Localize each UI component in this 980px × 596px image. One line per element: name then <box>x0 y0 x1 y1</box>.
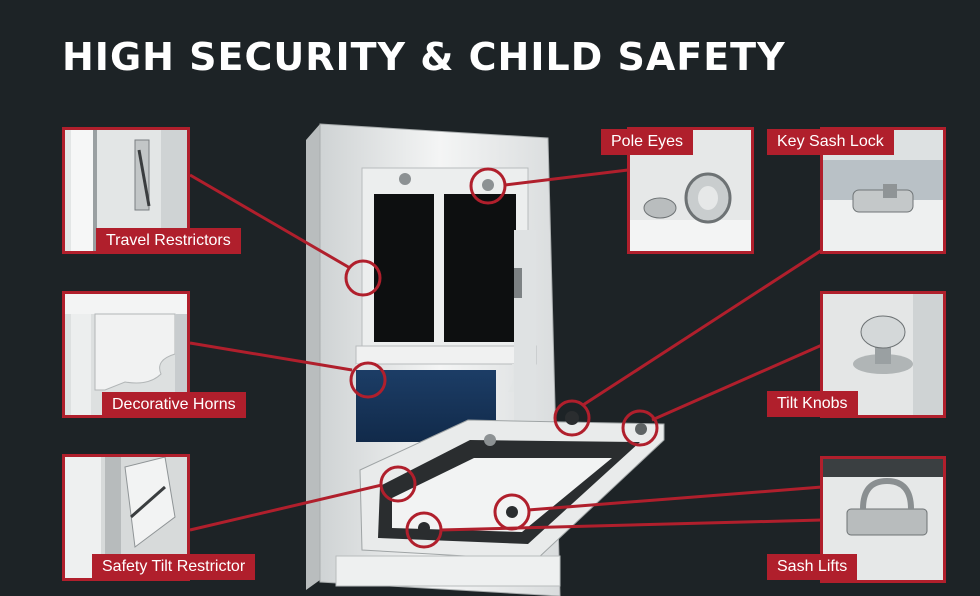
pole-eyes-label: Pole Eyes <box>601 129 694 155</box>
tilt-knobs-label: Tilt Knobs <box>767 391 858 417</box>
key-lock-knob <box>565 411 579 425</box>
side-catch <box>514 268 522 298</box>
sill <box>335 555 561 587</box>
tilt-knob-2 <box>635 423 647 435</box>
decorative-horns-label: Decorative Horns <box>102 392 246 418</box>
travel-restrictors-label: Travel Restrictors <box>96 228 241 254</box>
tilt-knob-1 <box>484 434 496 446</box>
top-glass-left <box>374 194 434 342</box>
safety-tilt-restrictor-label: Safety Tilt Restrictor <box>92 554 256 580</box>
pole-eye-right <box>482 179 494 191</box>
pole-eye-left <box>399 173 411 185</box>
sash-lifts-label: Sash Lifts <box>767 554 858 580</box>
tilted-sash-inner <box>392 458 612 532</box>
key-sash-lock-label: Key Sash Lock <box>767 129 894 155</box>
frame-side <box>306 124 320 590</box>
sash-lift-left <box>418 522 430 534</box>
sash-lift-right <box>506 506 518 518</box>
page-title: HIGH SECURITY & CHILD SAFETY <box>62 35 786 79</box>
top-glass-right <box>444 194 516 342</box>
tilt-knobs-photo <box>820 291 946 418</box>
